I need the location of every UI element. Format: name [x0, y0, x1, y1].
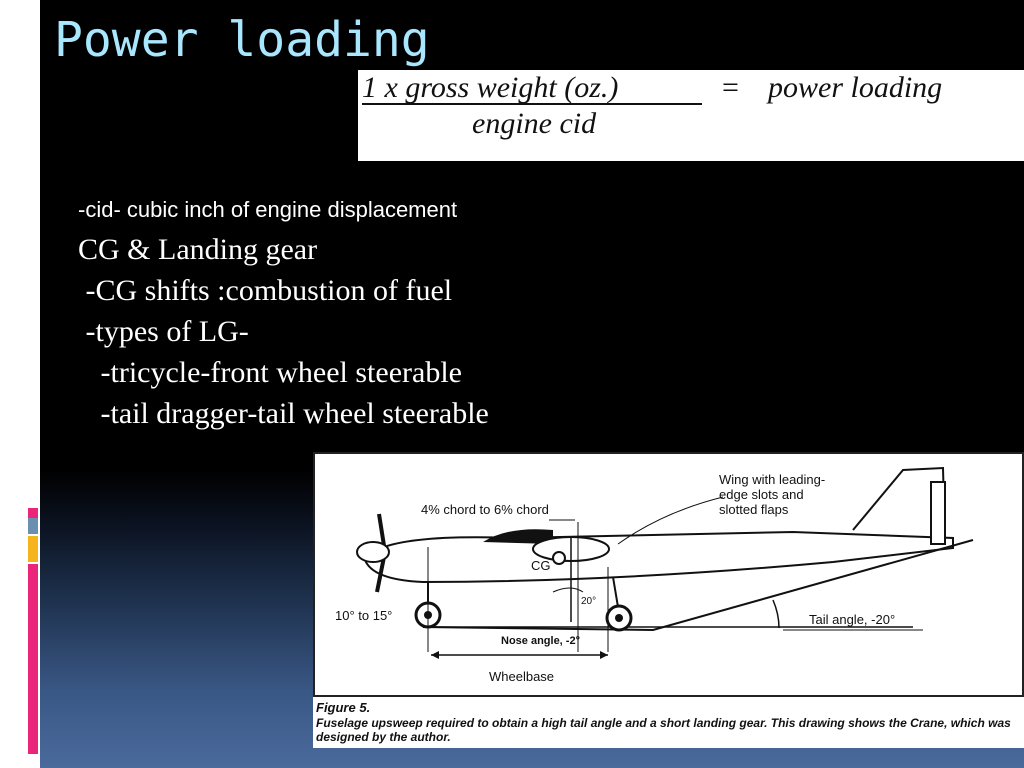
cg-marker [552, 551, 566, 565]
spinner [356, 541, 390, 563]
bullet-line: -tricycle-front wheel steerable [78, 356, 462, 389]
accent-bar-blue [28, 518, 38, 534]
bullet-line: -types of LG- [78, 315, 249, 348]
formula-image [358, 70, 1024, 161]
formula-fraction-bar [362, 103, 702, 105]
label-wing-1: Wing with leading- [719, 472, 825, 487]
bullet-line: -CG shifts :combustion of fuel [78, 274, 453, 307]
formula-denominator: engine cid [472, 107, 597, 140]
label-nose-angle: Nose angle, -2° [501, 635, 580, 647]
formula-numerator: 1 x gross weight (oz.) [362, 71, 619, 104]
label-20: 20° [581, 596, 596, 607]
label-tail-angle: Tail angle, -20° [809, 612, 895, 627]
title-bar [40, 0, 1024, 70]
label-chord: 4% chord to 6% chord [421, 502, 549, 517]
canopy [483, 529, 553, 544]
rudder [930, 481, 946, 545]
formula-result: power loading [768, 71, 943, 104]
figure-title: Figure 5. [316, 700, 371, 715]
bullet-line: -tail dragger-tail wheel steerable [78, 397, 489, 430]
label-cg: CG [531, 558, 551, 573]
label-wing-2: edge slots and [719, 487, 804, 502]
accent-bar-yellow [28, 536, 38, 562]
bullet-line: CG & Landing gear [78, 233, 318, 266]
accent-bar-pink-top [28, 508, 38, 518]
accent-bar-pink [28, 564, 38, 754]
label-wheelbase: Wheelbase [489, 669, 554, 684]
ground-line [422, 539, 974, 632]
diagram-drawing: 4% chord to 6% chord Wing with leading- … [313, 452, 1024, 697]
aircraft-diagram: 4% chord to 6% chord Wing with leading- … [313, 452, 1024, 748]
label-wing-3: slotted flaps [719, 502, 789, 517]
definition-text: -cid- cubic inch of engine displacement [78, 197, 458, 222]
fuselage-outline [363, 530, 954, 584]
formula-equals: = [722, 71, 739, 104]
label-nose-range: 10° to 15° [335, 608, 392, 623]
figure-caption: Fuselage upsweep required to obtain a hi… [316, 716, 1011, 744]
slide-title: Power loading [54, 12, 430, 68]
